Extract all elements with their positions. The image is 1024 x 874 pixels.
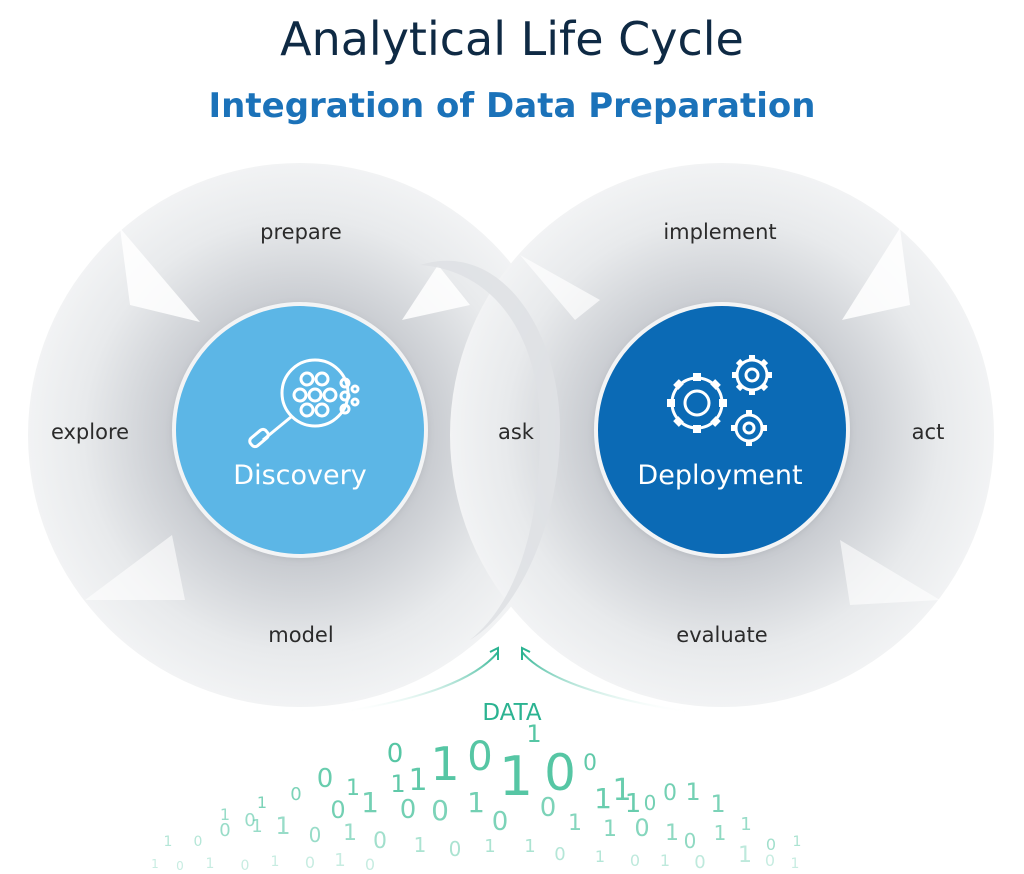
page-subtitle: Integration of Data Preparation <box>208 86 816 126</box>
binary-digit: 0 <box>330 796 345 824</box>
stage-evaluate: evaluate <box>676 623 767 647</box>
binary-digit: 1 <box>603 817 617 842</box>
binary-digit: 1 <box>710 790 725 818</box>
binary-digit: 1 <box>665 821 679 846</box>
stage-explore: explore <box>51 420 129 444</box>
discovery-hub <box>176 306 424 554</box>
binary-digit: 0 <box>544 744 576 802</box>
binary-digit: 0 <box>765 851 775 870</box>
binary-digit: 1 <box>738 843 752 868</box>
data-arrow-right <box>521 651 691 713</box>
binary-digit: 1 <box>793 834 802 850</box>
binary-digit: 1 <box>791 856 800 872</box>
binary-digit: 1 <box>625 789 642 819</box>
gears-icon <box>667 355 772 446</box>
binary-digit: 1 <box>220 805 230 824</box>
binary-digit: 1 <box>740 814 751 835</box>
binary-digit: 1 <box>499 745 533 808</box>
binary-digit: 0 <box>373 829 387 854</box>
binary-digit: 1 <box>467 786 485 819</box>
data-label: DATA <box>482 700 542 726</box>
binary-digit: 1 <box>361 786 379 819</box>
binary-digit: 0 <box>244 810 255 831</box>
deployment-hub <box>598 306 846 554</box>
binary-digit: 1 <box>484 836 495 857</box>
binary-digit: 0 <box>290 784 301 805</box>
binary-digit: 0 <box>305 853 315 872</box>
binary-digit: 0 <box>684 829 697 853</box>
binary-digit: 1 <box>612 773 631 808</box>
binary-digit: 1 <box>524 836 535 857</box>
binary-digit: 1 <box>685 778 700 806</box>
binary-digit: 1 <box>390 770 405 798</box>
data-arrow-left <box>339 651 499 713</box>
stage-ask: ask <box>498 420 535 444</box>
binary-digit: 0 <box>540 793 557 823</box>
binary-digit: 1 <box>414 833 427 857</box>
data-flow-arrows <box>339 646 691 713</box>
binary-digit: 0 <box>387 739 404 769</box>
discovery-separators <box>85 228 470 600</box>
binary-digit: 1 <box>408 763 427 798</box>
binary-digit: 1 <box>346 776 360 801</box>
binary-digit: 1 <box>271 854 280 870</box>
stage-act: act <box>912 420 945 444</box>
binary-digit: 1 <box>206 856 215 872</box>
stage-prepare: prepare <box>260 220 342 244</box>
binary-digit: 1 <box>595 847 605 866</box>
binary-digit: 1 <box>430 737 459 791</box>
binary-digit: 0 <box>634 814 649 842</box>
binary-digit: 1 <box>526 720 541 748</box>
magnifier-dots-icon <box>248 358 360 449</box>
binary-digit: 0 <box>663 781 677 806</box>
binary-digit: 1 <box>343 821 357 846</box>
binary-digit: 0 <box>694 852 705 873</box>
binary-digit: 0 <box>309 823 322 847</box>
binary-digit: 1 <box>594 782 612 815</box>
binary-digit: 0 <box>583 751 597 776</box>
binary-digit: 1 <box>275 812 290 840</box>
binary-digit: 0 <box>449 837 462 861</box>
page-title: Analytical Life Cycle <box>280 12 744 66</box>
binary-digit: 0 <box>194 834 203 850</box>
binary-digit: 0 <box>241 858 250 874</box>
stage-model: model <box>268 623 333 647</box>
arrowhead-left <box>489 646 499 660</box>
binary-digit: 0 <box>400 795 417 825</box>
binary-digit: 1 <box>251 816 262 837</box>
binary-digit: 0 <box>492 807 509 837</box>
deployment-label: Deployment <box>637 460 802 491</box>
binary-digit: 0 <box>554 844 565 865</box>
binary-digit: 1 <box>660 851 670 870</box>
discovery-label: Discovery <box>233 460 366 491</box>
arrowhead-right <box>521 646 531 660</box>
binary-digit: 1 <box>257 793 267 812</box>
binary-digit: 1 <box>334 850 345 871</box>
binary-digit: 0 <box>467 734 492 780</box>
binary-digit: 0 <box>317 764 334 794</box>
binary-digit: 0 <box>431 794 449 827</box>
deployment-separators <box>520 228 940 605</box>
binary-digit: 0 <box>644 791 657 815</box>
binary-digit: 0 <box>219 820 230 841</box>
binary-digit: 0 <box>176 859 184 873</box>
binary-digit: 1 <box>151 857 159 871</box>
stage-implement: implement <box>663 220 776 244</box>
binary-digit: 1 <box>568 811 582 836</box>
binary-digit: 0 <box>630 851 640 870</box>
binary-digit: 1 <box>164 834 173 850</box>
binary-digit: 0 <box>766 835 776 854</box>
binary-digit: 0 <box>365 855 375 874</box>
binary-digit: 1 <box>714 821 727 845</box>
